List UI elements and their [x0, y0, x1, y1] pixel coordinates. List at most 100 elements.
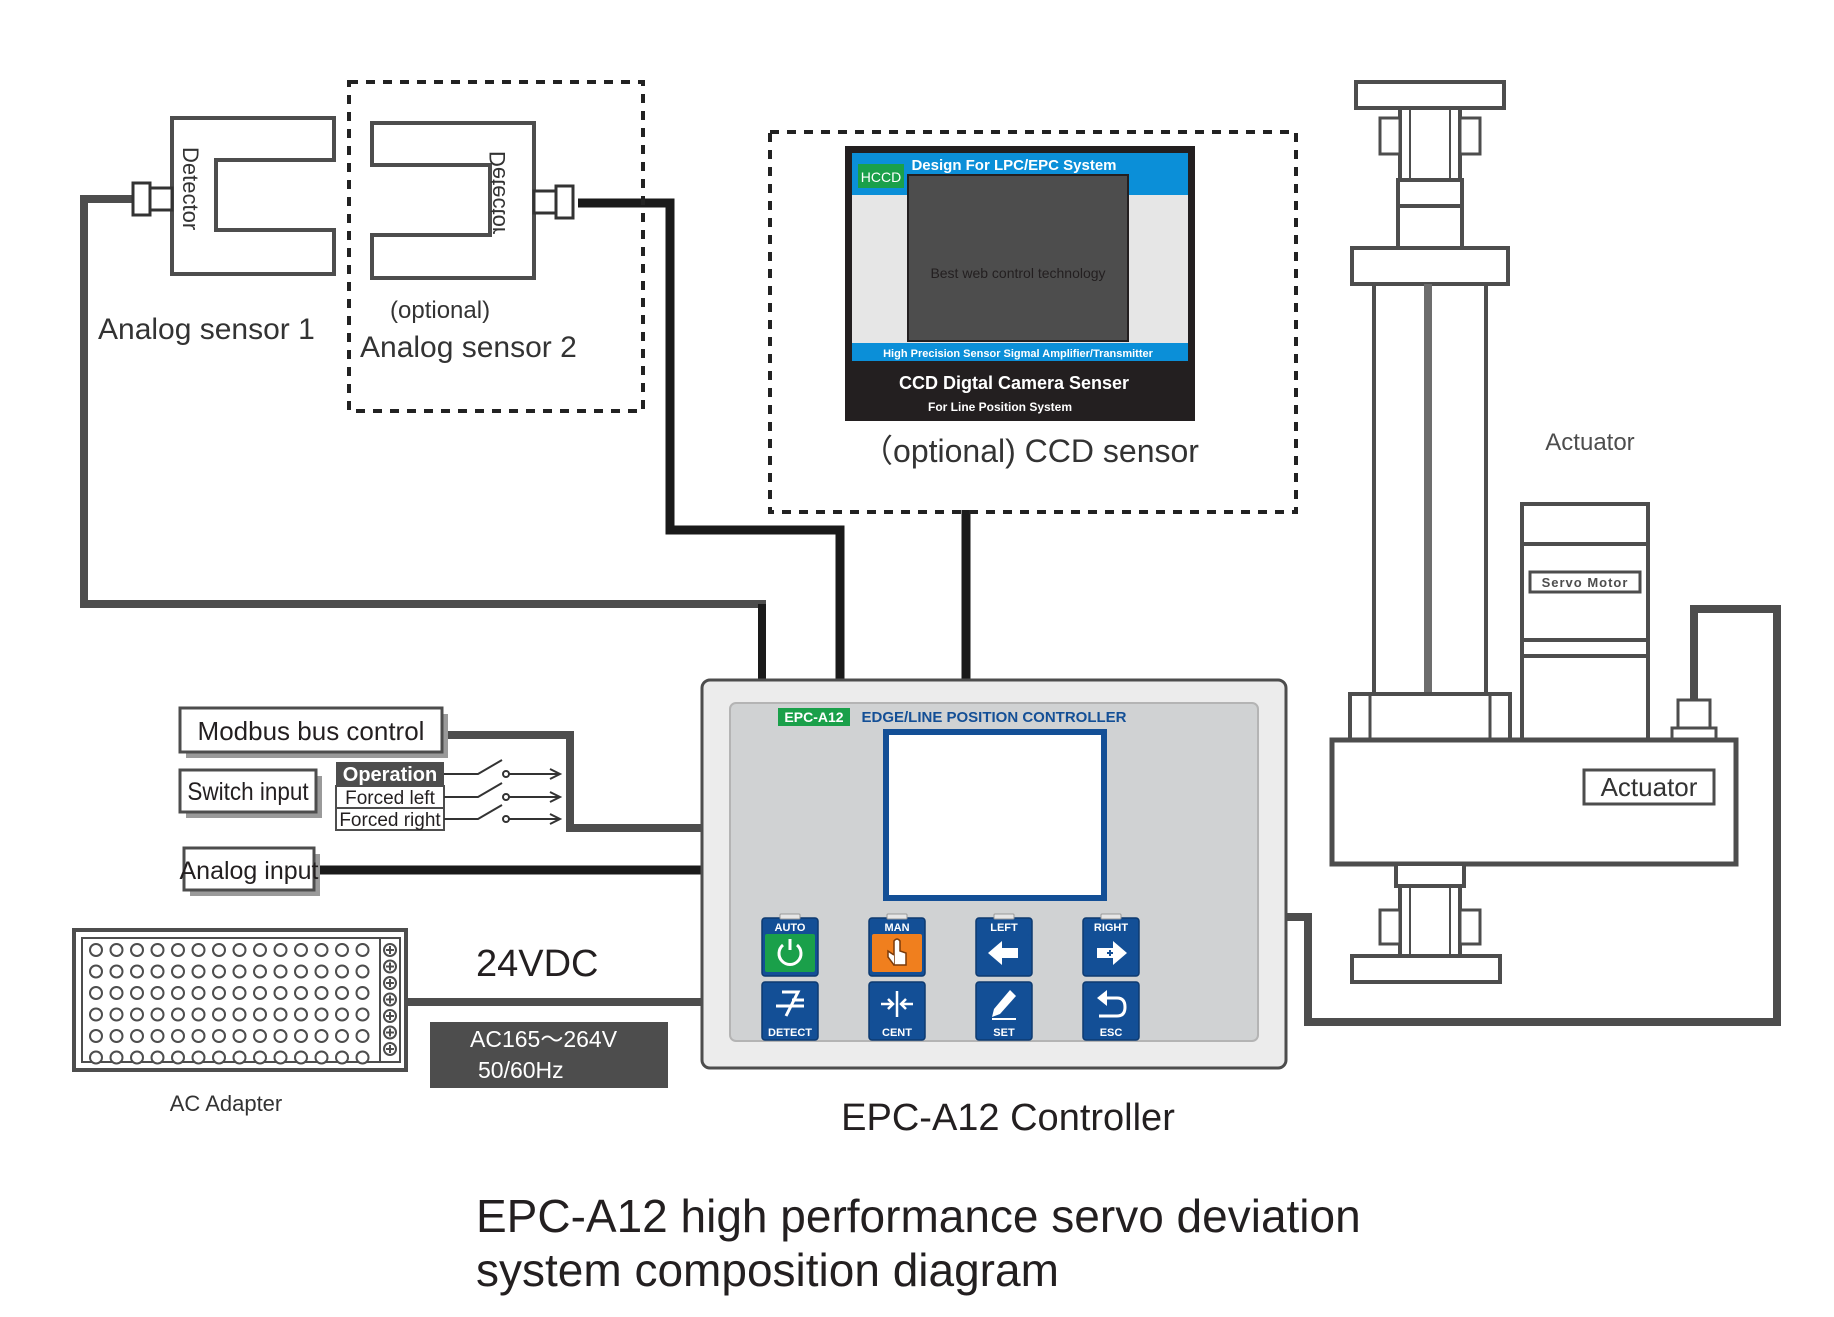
vent-hole	[171, 1007, 185, 1022]
arrow-left-icon	[988, 941, 1018, 965]
key-esc[interactable]: ESC	[1082, 981, 1140, 1041]
operation-table: Operation Forced left Forced right	[335, 762, 445, 831]
controller-title: EDGE/LINE POSITION CONTROLLER	[861, 709, 1126, 726]
controller-badge-text: EPC-A12	[784, 709, 843, 725]
modbus-box: Modbus bus control	[178, 706, 448, 758]
ccd-dashed-frame	[768, 130, 1298, 514]
vent-hole	[232, 964, 247, 979]
key-set[interactable]: SET	[975, 981, 1033, 1041]
arrow-right-icon	[1097, 941, 1127, 965]
vent-hole	[212, 986, 226, 1000]
vent-hole	[273, 943, 288, 957]
key-left[interactable]: LEFT	[975, 913, 1033, 977]
epc-a12-controller: EPC-A12 EDGE/LINE POSITION CONTROLLER AU…	[700, 678, 1288, 1139]
vent-hole	[150, 1007, 165, 1022]
center-icon	[881, 991, 913, 1017]
key-detect[interactable]: DETECT	[761, 981, 819, 1041]
vent-hole	[273, 1050, 288, 1065]
vent-hole	[355, 1050, 370, 1065]
pencil-icon	[992, 990, 1016, 1020]
vent-hole	[130, 1007, 144, 1022]
ccd-screen-text: Best web control technology	[930, 265, 1105, 281]
key-man[interactable]: MAN	[868, 913, 926, 977]
vent-hole	[294, 1007, 308, 1022]
ccd-blue-band	[852, 343, 1188, 361]
vent-hole	[314, 1050, 329, 1065]
vent-hole	[191, 964, 206, 979]
ccd-sensor-optional: HCCD Design For LPC/EPC System Best web …	[768, 130, 1298, 514]
vent-hole	[273, 964, 288, 979]
adapter-vent-holes	[89, 943, 370, 1065]
forced-left-label: Forced left	[345, 788, 435, 809]
vent-hole	[355, 964, 370, 979]
ccd-band-text: High Precision Sensor Sigmal Amplifier/T…	[883, 348, 1153, 360]
caption-line2: system composition diagram	[476, 1244, 1059, 1296]
vent-hole	[355, 1029, 370, 1043]
vent-hole	[253, 1050, 267, 1065]
vent-hole	[130, 1029, 144, 1043]
sensor2-plug	[554, 184, 575, 220]
vent-hole	[212, 964, 226, 979]
vent-hole	[109, 986, 124, 1000]
ccd-caption: （optional) CCD sensor	[861, 433, 1199, 469]
terminal-screw	[383, 959, 397, 974]
vent-hole	[191, 1007, 206, 1022]
sensor2-body	[370, 121, 536, 280]
ccd-screen	[907, 174, 1129, 342]
ccd-badge	[858, 164, 904, 188]
controller-keypad: AUTO MAN LEFT RIGHT DETECT CENT SET ESC	[761, 913, 1140, 1041]
ccd-header-text: Design For LPC/EPC System	[911, 157, 1116, 174]
vent-hole	[273, 1029, 288, 1043]
vent-hole	[191, 986, 206, 1000]
vent-hole	[130, 986, 144, 1000]
vent-hole	[150, 964, 165, 979]
vent-hole	[355, 986, 370, 1000]
vent-hole	[212, 1007, 226, 1022]
vent-hole	[232, 943, 247, 957]
terminal-screw	[383, 1042, 397, 1056]
servo-motor-label-box	[1528, 570, 1642, 594]
key-label: AUTO	[775, 922, 806, 934]
modbus-label: Modbus bus control	[198, 716, 425, 746]
cable-sensor2	[578, 198, 845, 680]
vent-hole	[273, 1007, 288, 1022]
vent-hole	[212, 1050, 226, 1065]
vent-hole	[335, 1007, 349, 1022]
vent-hole	[314, 1029, 329, 1043]
vent-hole	[232, 1029, 247, 1043]
vent-hole	[294, 986, 308, 1000]
ac-spec-line1: AC165～264V	[470, 1026, 618, 1052]
ccd-title: CCD Digtal Camera Senser	[899, 373, 1129, 393]
key-label: CENT	[882, 1027, 912, 1039]
vent-hole	[253, 1029, 267, 1043]
vent-hole	[150, 943, 165, 957]
ccd-subtitle: For Line Position System	[928, 400, 1072, 414]
vent-hole	[355, 943, 370, 957]
key-label: SET	[993, 1027, 1015, 1039]
vent-hole	[130, 1050, 144, 1065]
controller-screen	[883, 729, 1107, 901]
sensor1-detector-text: Detector	[178, 147, 203, 230]
vent-hole	[171, 1029, 185, 1043]
vent-hole	[253, 1007, 267, 1022]
vent-hole	[109, 1050, 124, 1065]
key-right[interactable]: RIGHT	[1082, 913, 1140, 977]
key-label: RIGHT	[1094, 922, 1129, 934]
key-auto[interactable]: AUTO	[761, 913, 819, 977]
vent-hole	[314, 964, 329, 979]
ac-spec-line2: 50/60Hz	[478, 1057, 564, 1083]
terminal-screw	[383, 943, 397, 957]
actuator-top-label: Actuator	[1545, 429, 1634, 456]
sensor1-connector	[148, 186, 174, 212]
cable-modbus	[448, 731, 702, 832]
return-icon	[1097, 990, 1127, 1018]
vent-hole	[150, 1029, 165, 1043]
vent-hole	[89, 964, 103, 979]
actuator: Actuator Servo Motor Actuator	[1329, 80, 1739, 984]
vent-hole	[109, 1029, 124, 1043]
terminal-screw	[383, 976, 397, 990]
ac-adapter	[72, 928, 408, 1072]
ccd-badge-text: HCCD	[861, 169, 901, 185]
actuator-label-box	[1582, 768, 1716, 806]
key-cent[interactable]: CENT	[868, 981, 926, 1041]
